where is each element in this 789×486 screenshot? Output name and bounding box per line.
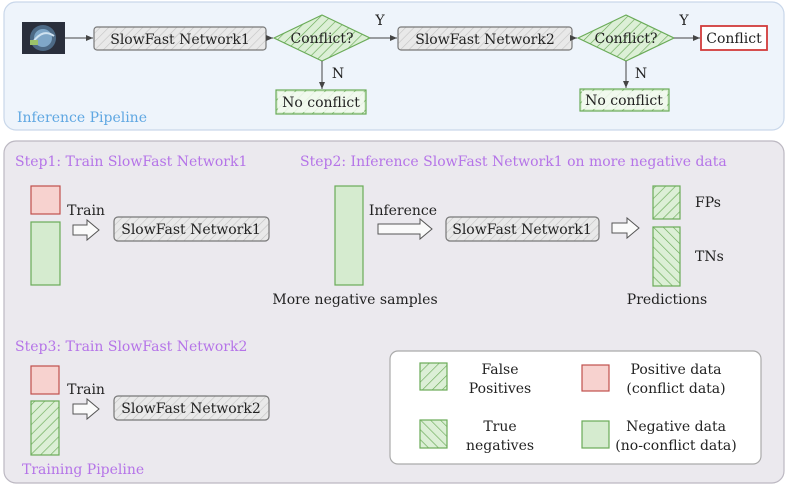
step2-network-box: SlowFast Network1	[445, 216, 600, 242]
step2-arrow-in	[377, 217, 433, 241]
step2-fps-block	[652, 185, 681, 220]
step3-negative-data-block	[30, 400, 60, 456]
step3-positive-data-block	[30, 365, 60, 395]
legend-negative-data-line2: (no-conflict data)	[615, 438, 736, 454]
training-pipeline-title: Training Pipeline	[22, 462, 144, 478]
step1-positive-data-block	[30, 185, 61, 215]
decision2-diamond: Conflict?	[576, 14, 676, 62]
step1-network-label: SlowFast Network1	[121, 222, 261, 238]
conflict-label: Conflict	[706, 31, 762, 47]
legend-true-negatives-line1: True	[483, 419, 516, 435]
legend-negative-data-line1: Negative data	[626, 419, 726, 435]
legend-positive-data-line2: (conflict data)	[626, 381, 725, 397]
inference-network1-label: SlowFast Network1	[110, 32, 250, 48]
decision2-yes-label: Y	[678, 13, 689, 29]
decision1-label: Conflict?	[291, 31, 354, 47]
step1-train-label: Train	[67, 203, 105, 219]
decision2-label: Conflict?	[595, 31, 658, 47]
conflict-box: Conflict	[700, 25, 768, 51]
step1-title: Step1: Train SlowFast Network1	[15, 154, 247, 170]
step3-arrow	[72, 397, 100, 421]
decision1-yes-label: Y	[374, 13, 385, 29]
step2-tns-label: TNs	[695, 249, 724, 265]
legend: False Positives Positive data (conflict …	[389, 350, 762, 465]
step3-title: Step3: Train SlowFast Network2	[15, 339, 247, 355]
inference-network1-box: SlowFast Network1	[93, 26, 267, 51]
step2-negative-samples-block	[334, 185, 364, 286]
step2-arrow-out	[611, 216, 640, 240]
step1-network-box: SlowFast Network1	[113, 216, 270, 242]
no-conflict2-box: No conflict	[579, 88, 670, 112]
decision2-no-label: N	[635, 66, 647, 82]
inference-network2-box: SlowFast Network2	[397, 26, 573, 51]
legend-true-negatives-line2: negatives	[466, 438, 534, 454]
step2-fps-label: FPs	[695, 195, 721, 211]
inference-network2-label: SlowFast Network2	[415, 32, 555, 48]
step2-title: Step2: Inference SlowFast Network1 on mo…	[300, 154, 727, 170]
video-frame-icon	[22, 22, 65, 54]
step2-inference-label: Inference	[369, 203, 437, 219]
legend-positive-data-line1: Positive data	[631, 362, 722, 378]
step3-train-label: Train	[67, 382, 105, 398]
no-conflict2-label: No conflict	[585, 93, 663, 109]
legend-negative-data-swatch	[581, 420, 610, 449]
legend-false-positives-line1: False	[481, 362, 518, 378]
legend-positive-data-swatch	[581, 364, 610, 392]
step1-arrow	[72, 218, 100, 242]
step1-negative-data-block	[30, 221, 61, 286]
legend-false-positives-line2: Positives	[469, 381, 531, 397]
step2-input-label: More negative samples	[272, 292, 437, 308]
legend-false-positives-swatch	[419, 362, 448, 391]
legend-true-negatives-swatch	[419, 419, 448, 449]
inference-pipeline-title: Inference Pipeline	[17, 110, 147, 126]
no-conflict1-label: No conflict	[282, 95, 360, 111]
step2-output-label: Predictions	[627, 292, 707, 308]
decision1-no-label: N	[332, 66, 344, 82]
step2-network-label: SlowFast Network1	[452, 222, 592, 238]
step2-tns-block	[652, 226, 681, 287]
step3-network-box: SlowFast Network2	[113, 395, 270, 421]
no-conflict1-box: No conflict	[275, 89, 367, 115]
step3-network-label: SlowFast Network2	[121, 401, 261, 417]
